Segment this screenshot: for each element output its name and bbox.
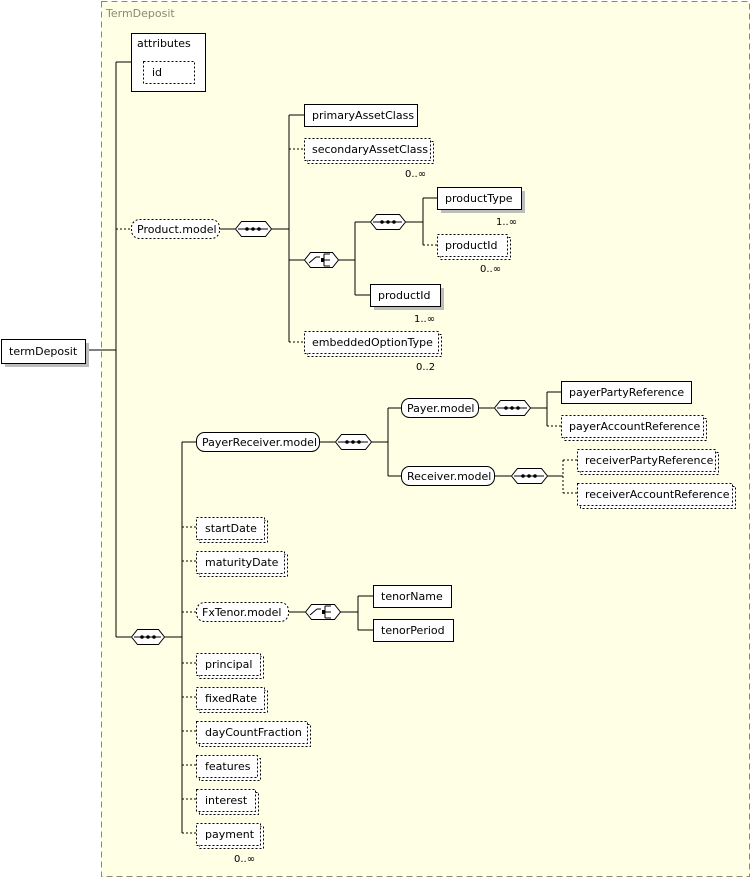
features-element[interactable]: features xyxy=(196,755,261,781)
start-date-element[interactable]: startDate xyxy=(196,517,268,543)
payer-account-reference-element[interactable]: payerAccountReference xyxy=(561,415,707,441)
main-sequence-compositor xyxy=(130,629,166,645)
svg-text:tenorName: tenorName xyxy=(381,590,443,603)
group-title: TermDeposit xyxy=(105,7,175,20)
svg-text:receiverPartyReference: receiverPartyReference xyxy=(585,454,714,467)
fx-tenor-choice-compositor xyxy=(304,604,342,620)
payer-party-reference-element[interactable]: payerPartyReference xyxy=(561,381,692,404)
connectors xyxy=(86,61,577,834)
product-type-element[interactable]: productType 1..∞ xyxy=(437,187,526,229)
product-sequence-compositor xyxy=(234,221,273,237)
svg-text:principal: principal xyxy=(205,658,252,671)
receiver-account-reference-element[interactable]: receiverAccountReference xyxy=(577,483,736,509)
product-id-optional-occurrence: 0..∞ xyxy=(480,264,501,275)
svg-text:tenorPeriod: tenorPeriod xyxy=(381,624,445,637)
receiver-sequence-compositor xyxy=(510,468,549,484)
svg-text:termDeposit: termDeposit xyxy=(9,345,78,358)
interest-element[interactable]: interest xyxy=(196,789,259,815)
fixed-rate-element[interactable]: fixedRate xyxy=(196,687,268,713)
day-count-fraction-element[interactable]: dayCountFraction xyxy=(196,721,311,747)
payment-occurrence: 0..∞ xyxy=(234,854,255,865)
secondary-asset-class-element[interactable]: secondaryAssetClass 0..∞ xyxy=(304,138,434,181)
svg-text:secondaryAssetClass: secondaryAssetClass xyxy=(312,143,428,156)
svg-text:PayerReceiver.model: PayerReceiver.model xyxy=(202,436,317,449)
svg-text:embeddedOptionType: embeddedOptionType xyxy=(312,336,433,349)
svg-text:productId: productId xyxy=(378,289,431,302)
embedded-option-type-occurrence: 0..2 xyxy=(416,362,435,373)
svg-text:primaryAssetClass: primaryAssetClass xyxy=(312,109,414,122)
product-choice-compositor xyxy=(303,252,340,268)
payer-model-group[interactable]: Payer.model xyxy=(401,398,479,418)
svg-text:payment: payment xyxy=(205,828,255,841)
svg-text:payerPartyReference: payerPartyReference xyxy=(569,386,684,399)
svg-text:FxTenor.model: FxTenor.model xyxy=(202,606,281,619)
tenor-name-element[interactable]: tenorName xyxy=(373,585,452,608)
svg-text:dayCountFraction: dayCountFraction xyxy=(205,726,302,739)
maturity-date-element[interactable]: maturityDate xyxy=(196,551,288,577)
svg-text:Product.model: Product.model xyxy=(137,223,217,236)
attributes-title: attributes xyxy=(137,37,191,50)
svg-text:fixedRate: fixedRate xyxy=(205,692,257,705)
principal-element[interactable]: principal xyxy=(196,653,264,679)
svg-text:maturityDate: maturityDate xyxy=(205,556,279,569)
tenor-period-element[interactable]: tenorPeriod xyxy=(373,619,454,642)
receiver-model-group[interactable]: Receiver.model xyxy=(401,466,495,486)
embedded-option-type-element[interactable]: embeddedOptionType 0..2 xyxy=(304,331,442,374)
secondary-asset-class-occurrence: 0..∞ xyxy=(405,169,426,180)
product-model-group[interactable]: Product.model xyxy=(131,219,220,239)
payer-sequence-compositor xyxy=(493,400,532,416)
svg-text:payerAccountReference: payerAccountReference xyxy=(569,420,701,433)
payer-receiver-sequence-compositor xyxy=(334,434,373,450)
term-deposit-element[interactable]: termDeposit xyxy=(1,339,90,368)
receiver-party-reference-element[interactable]: receiverPartyReference xyxy=(577,449,719,475)
product-id-element[interactable]: productId 1..∞ xyxy=(370,284,445,326)
product-type-sequence-compositor xyxy=(369,214,407,230)
product-type-occurrence: 1..∞ xyxy=(496,217,517,228)
product-id-optional-element[interactable]: productId 0..∞ xyxy=(437,234,511,276)
fx-tenor-model-group[interactable]: FxTenor.model xyxy=(196,602,289,622)
payer-receiver-model-group[interactable]: PayerReceiver.model xyxy=(196,432,320,452)
svg-text:interest: interest xyxy=(205,794,248,807)
primary-asset-class-element[interactable]: primaryAssetClass xyxy=(304,104,418,127)
svg-text:features: features xyxy=(205,760,251,773)
svg-text:receiverAccountReference: receiverAccountReference xyxy=(585,488,730,501)
svg-text:Receiver.model: Receiver.model xyxy=(407,470,491,483)
payment-element[interactable]: payment 0..∞ xyxy=(196,823,264,866)
svg-text:productId: productId xyxy=(445,239,498,252)
svg-text:startDate: startDate xyxy=(205,522,257,535)
svg-text:productType: productType xyxy=(445,192,513,205)
svg-text:Payer.model: Payer.model xyxy=(407,402,474,415)
attribute-id: id xyxy=(152,66,162,79)
product-id-occurrence: 1..∞ xyxy=(414,314,435,325)
attributes-box: attributes id xyxy=(131,33,206,92)
